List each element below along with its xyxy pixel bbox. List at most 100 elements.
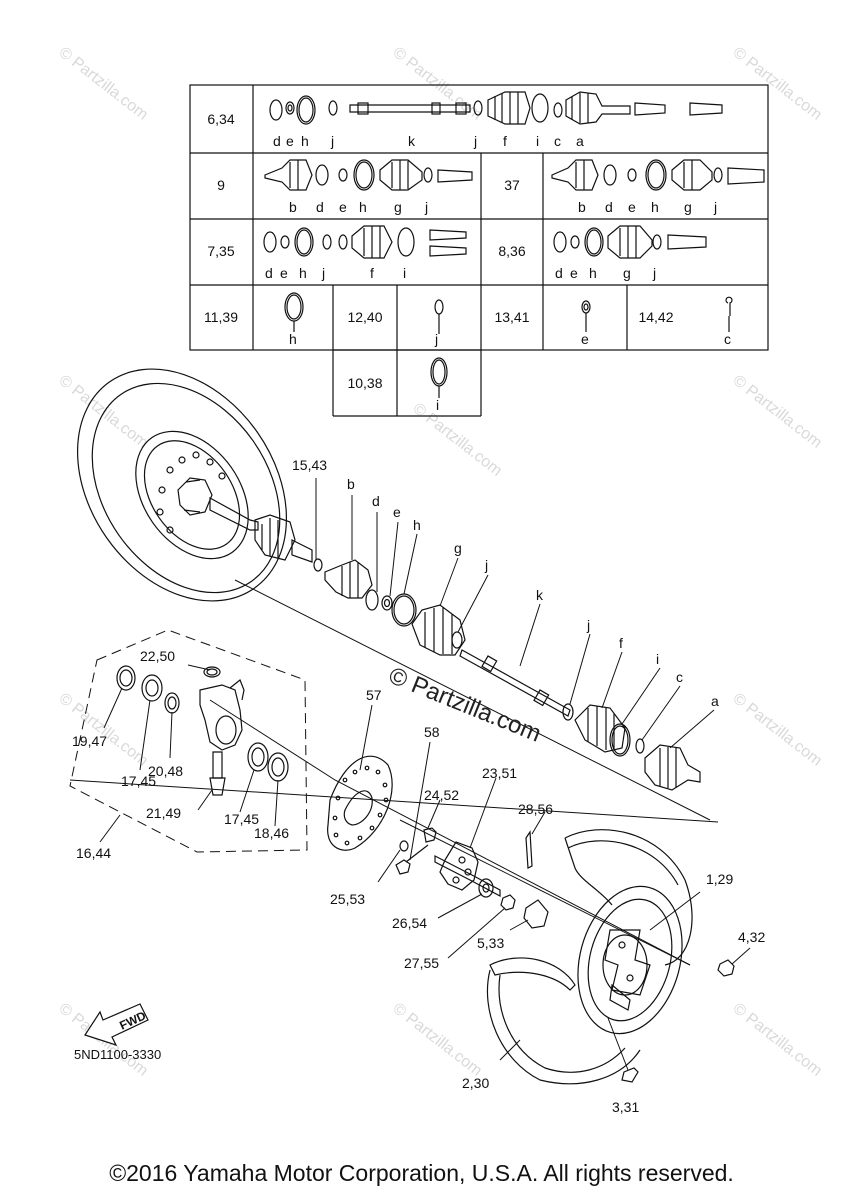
callout-58: 58 [424, 724, 440, 740]
table-ref-12-40: 12,40 [347, 309, 382, 325]
disc-bolt [395, 741, 431, 875]
small-cell-drawings [284, 292, 733, 398]
callout-27-55: 27,55 [404, 955, 439, 971]
table-ref-14-42: 14,42 [638, 309, 673, 325]
callout-15-43: 15,43 [292, 457, 327, 473]
callout-h: h [413, 517, 421, 533]
svg-text:f: f [370, 265, 374, 281]
row3-letters: d e h j f i d e h g j [265, 265, 656, 281]
callout-22-50: 22,50 [140, 648, 175, 664]
front-wheel-right [486, 829, 751, 1085]
callout-g: g [454, 540, 462, 556]
callout-23-51: 23,51 [482, 765, 517, 781]
callout-f: f [619, 635, 623, 651]
assembly-guide-lines [69, 579, 719, 966]
front-wheel-left [76, 368, 313, 602]
callout-5-33: 5,33 [477, 935, 504, 951]
svg-text:d: d [316, 199, 324, 215]
callout-17-45-b: 17,45 [224, 811, 259, 827]
callout-18-46: 18,46 [254, 825, 289, 841]
callout-24-52: 24,52 [424, 787, 459, 803]
knuckle-leader-lines [99, 664, 279, 843]
svg-text:h: h [301, 133, 309, 149]
callout-21-49: 21,49 [146, 805, 181, 821]
callout-k: k [536, 587, 544, 603]
svg-text:h: h [589, 265, 597, 281]
callout-26-54: 26,54 [392, 915, 427, 931]
svg-text:b: b [578, 199, 586, 215]
svg-text:e: e [628, 199, 636, 215]
svg-text:h: h [289, 331, 297, 347]
svg-text:a: a [576, 133, 584, 149]
svg-text:e: e [280, 265, 288, 281]
svg-text:j: j [434, 331, 438, 347]
svg-text:e: e [570, 265, 578, 281]
callout-4-32: 4,32 [738, 929, 765, 945]
callout-57: 57 [366, 687, 382, 703]
table-ref-8-36: 8,36 [498, 243, 525, 259]
svg-text:d: d [555, 265, 563, 281]
svg-text:j: j [424, 199, 428, 215]
callout-17-45-a: 17,45 [121, 773, 156, 789]
table-ref-9: 9 [217, 177, 225, 193]
row2-letters: b d e h g j b d e h g j [289, 199, 717, 215]
svg-text:d: d [273, 133, 281, 149]
svg-text:g: g [394, 199, 402, 215]
callout-16-44: 16,44 [76, 845, 111, 861]
callout-19-47: 19,47 [72, 733, 107, 749]
callout-b: b [347, 476, 355, 492]
svg-text:h: h [651, 199, 659, 215]
callout-2-30: 2,30 [462, 1075, 489, 1091]
callout-labels: 15,43 b d e h g j k j f i c a 22,50 19,4… [72, 457, 765, 1115]
svg-text:j: j [330, 133, 334, 149]
table-ref-6-34: 6,34 [207, 111, 234, 127]
row3-part-drawings [263, 225, 707, 259]
svg-text:i: i [436, 397, 439, 413]
svg-text:d: d [265, 265, 273, 281]
svg-text:k: k [408, 133, 416, 149]
svg-text:h: h [299, 265, 307, 281]
svg-text:e: e [286, 133, 294, 149]
callout-1-29: 1,29 [706, 871, 733, 887]
callout-d: d [372, 493, 380, 509]
callout-c: c [676, 669, 683, 685]
svg-text:j: j [321, 265, 325, 281]
svg-text:b: b [289, 199, 297, 215]
fwd-arrow-icon [84, 1003, 149, 1047]
drive-shaft-assembly [313, 558, 701, 791]
row1-letters: d e h j k j f i c a [273, 133, 584, 149]
table-ref-13-41: 13,41 [494, 309, 529, 325]
callout-25-53: 25,53 [330, 891, 365, 907]
svg-text:d: d [605, 199, 613, 215]
svg-text:i: i [536, 133, 539, 149]
svg-text:e: e [339, 199, 347, 215]
table-ref-10-38: 10,38 [347, 375, 382, 391]
svg-text:c: c [554, 133, 561, 149]
table-ref-11-39: 11,39 [204, 309, 238, 325]
callout-20-48: 20,48 [148, 763, 183, 779]
svg-text:h: h [359, 199, 367, 215]
table-ref-7-35: 7,35 [207, 243, 234, 259]
callout-a: a [711, 693, 719, 709]
svg-text:e: e [581, 331, 589, 347]
hub-assembly [377, 777, 549, 959]
callout-e: e [393, 504, 401, 520]
small-cell-letters: h j e c i [289, 331, 731, 413]
callout-3-31: 3,31 [612, 1099, 639, 1115]
shaft-leader-lines [315, 478, 715, 749]
svg-text:f: f [503, 133, 507, 149]
svg-text:c: c [724, 331, 731, 347]
callout-j-1: j [484, 557, 488, 573]
callout-28-56: 28,56 [518, 801, 553, 817]
svg-text:j: j [713, 199, 717, 215]
table-ref-37: 37 [504, 177, 520, 193]
diagram-part-number: 5ND1100-3330 [74, 1047, 162, 1062]
callout-i: i [656, 651, 659, 667]
callout-j-2: j [586, 617, 590, 633]
brake-disc [327, 704, 393, 851]
row2-part-drawings [264, 159, 765, 191]
svg-text:j: j [652, 265, 656, 281]
svg-text:g: g [684, 199, 692, 215]
